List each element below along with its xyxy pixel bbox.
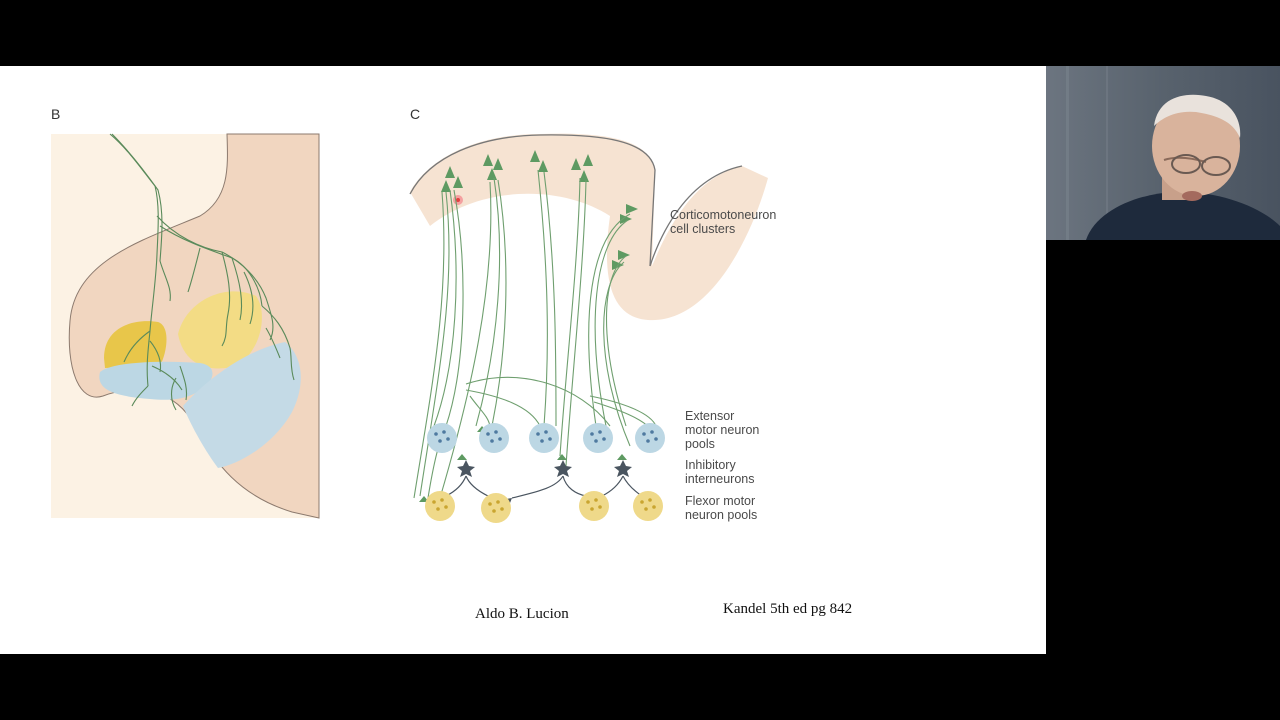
presenter-hair: [1154, 94, 1241, 138]
motor-pool-blue-right: [183, 342, 301, 468]
presenter-webcam-video: [1046, 66, 1280, 240]
footer-author: Aldo B. Lucion: [475, 606, 569, 622]
panel-c-motor-cortex-projections: [409, 133, 768, 523]
panel-b-letter: B: [51, 106, 61, 122]
webcam-frame: [1046, 66, 1280, 240]
sulcus-line: [649, 165, 743, 267]
inhibitory-interneurons: [440, 460, 648, 503]
extensor-motor-neuron-pools: [427, 423, 665, 453]
presentation-slide: B C Corticomotoneuron cell clusters Exte…: [0, 66, 1046, 654]
pyramidal-neuron-clusters: [441, 150, 638, 270]
motor-pool-blue-left: [99, 361, 213, 400]
cortex-surface-line: [409, 134, 656, 267]
panel-b-spinal-cord-section: [51, 133, 320, 519]
label-inhibitory-interneurons: Inhibitory interneurons: [685, 458, 755, 486]
footer-reference: Kandel 5th ed pg 842: [723, 601, 853, 617]
presenter-shirt: [1086, 191, 1280, 240]
label-extensor-pools: Extensor motor neuron pools: [685, 409, 760, 451]
descending-axon-bundles: [413, 169, 657, 499]
slide-figure: [51, 133, 768, 523]
cortex-gray-band: [410, 133, 768, 321]
label-flexor-pools: Flexor motor neuron pools: [685, 494, 758, 522]
presenter-head: [1152, 96, 1240, 196]
flexor-motor-neuron-pools: [425, 491, 663, 523]
corticospinal-axon-arbor: [109, 133, 295, 411]
label-corticomotoneuron-clusters: Corticomotoneuron cell clusters: [670, 208, 777, 236]
panel-c-letter: C: [410, 106, 421, 122]
